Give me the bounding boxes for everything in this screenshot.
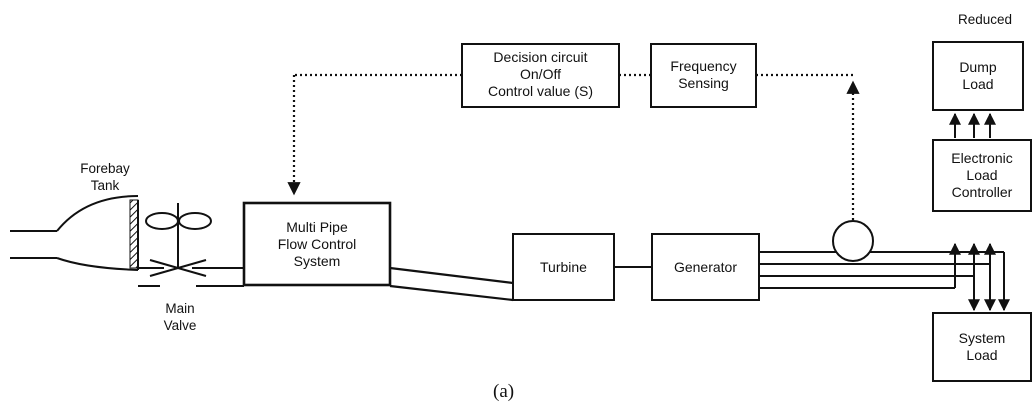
turbine-block xyxy=(512,233,615,301)
system-line-2: Load xyxy=(966,347,998,363)
system-load-label: System Load xyxy=(933,330,1031,364)
dump-line-2: Load xyxy=(962,76,994,92)
main-valve-label: Main Valve xyxy=(150,300,210,334)
figure-caption: (a) xyxy=(493,381,515,402)
generator-block xyxy=(651,233,760,301)
frequency-sensing-block xyxy=(650,43,757,108)
forebay-line-1: Forebay xyxy=(80,161,130,176)
main-valve-line-1: Main xyxy=(165,301,195,316)
generator-label: Generator xyxy=(673,259,738,275)
frequency-line-2: Sensing xyxy=(678,75,729,91)
forebay-tank-shape xyxy=(56,195,139,271)
multipipe-line-3: System xyxy=(293,253,341,269)
main-valve-line-2: Valve xyxy=(163,318,197,333)
system-load-arrows xyxy=(968,252,1010,312)
turbine-label: Turbine xyxy=(540,259,587,275)
elc-block xyxy=(932,139,1032,212)
system-load-block xyxy=(932,312,1032,382)
elc-line-2: Load xyxy=(966,167,998,183)
decision-line-2: On/Off xyxy=(520,66,561,82)
multipipe-block xyxy=(242,201,392,287)
system-line-1: System xyxy=(958,330,1006,346)
generator-output-lines xyxy=(759,251,1004,289)
controller-feed-arrows xyxy=(949,242,996,288)
decision-circuit-label: Decision circuit On/Off Control value (S… xyxy=(462,49,619,100)
elc-label: Electronic Load Controller xyxy=(933,150,1031,201)
decision-line-1: Decision circuit xyxy=(493,49,588,65)
multipipe-line-1: Multi Pipe xyxy=(286,219,348,235)
penstock xyxy=(389,266,514,302)
reduced-label: Reduced xyxy=(957,12,1013,27)
elc-line-1: Electronic xyxy=(951,150,1013,166)
decision-line-3: Control value (S) xyxy=(487,83,594,99)
control-signal-lines xyxy=(287,73,860,220)
multipipe-label: Multi Pipe Flow Control System xyxy=(244,219,390,270)
frequency-line-1: Frequency xyxy=(670,58,737,74)
current-sensor xyxy=(832,220,874,262)
forebay-tank-label: Forebay Tank xyxy=(70,160,140,194)
dump-load-label: Dump Load xyxy=(933,59,1023,93)
inlet-pipe xyxy=(10,230,57,259)
multipipe-line-2: Flow Control xyxy=(277,236,357,252)
dump-line-1: Dump xyxy=(959,59,997,75)
dump-load-block xyxy=(932,41,1024,111)
dump-load-arrows xyxy=(949,112,996,138)
forebay-line-2: Tank xyxy=(90,178,120,193)
frequency-sensing-label: Frequency Sensing xyxy=(651,58,756,92)
decision-circuit-block xyxy=(461,43,620,108)
main-valve-symbol xyxy=(138,203,244,287)
elc-line-3: Controller xyxy=(951,184,1013,200)
